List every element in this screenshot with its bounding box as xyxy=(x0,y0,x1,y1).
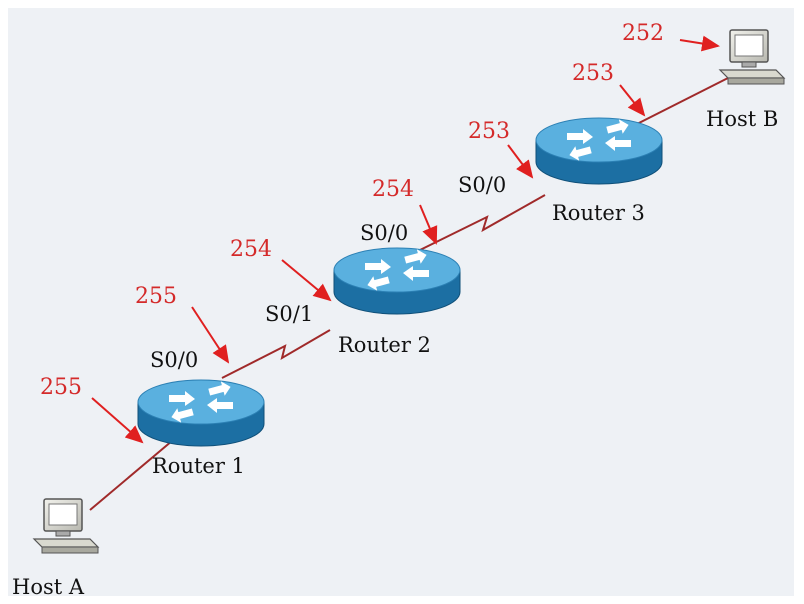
router-1-label: Router 1 xyxy=(152,454,245,478)
interface-label-r1-s00: S0/0 xyxy=(150,348,198,372)
arrow-ttl-r3-to-hostb xyxy=(619,84,646,117)
ttl-label-host-b: 252 xyxy=(622,21,664,46)
ttl-label-host-a: 255 xyxy=(40,375,82,400)
arrow-ttl-r2-s01 xyxy=(281,259,332,302)
router-3-label: Router 3 xyxy=(552,201,645,225)
arrow-ttl-r2-s00 xyxy=(419,204,438,245)
arrow-ttl-host-b xyxy=(679,35,720,52)
interface-label-r3-s00: S0/0 xyxy=(458,173,506,197)
router-3-icon xyxy=(535,117,663,185)
router-1-icon xyxy=(137,379,265,447)
router-2-label: Router 2 xyxy=(338,333,431,357)
ttl-label-r3-s00: 253 xyxy=(468,119,510,144)
link-router3-hostb xyxy=(634,77,729,126)
host-a-label: Host A xyxy=(12,575,85,599)
interface-label-r2-s00: S0/0 xyxy=(360,221,408,245)
link-router2-router3 xyxy=(419,194,546,251)
router-2-icon xyxy=(333,247,461,315)
host-b-computer-icon xyxy=(718,29,786,85)
ttl-label-r2-s00: 254 xyxy=(372,177,414,202)
interface-label-r2-s01: S0/1 xyxy=(265,302,313,326)
ttl-label-r1-s00: 255 xyxy=(135,284,177,309)
ttl-label-r2-s01: 254 xyxy=(230,237,272,262)
ttl-label-r3-to-hostb: 253 xyxy=(572,61,614,86)
arrow-ttl-r3-s00 xyxy=(507,144,534,179)
host-b-label: Host B xyxy=(706,107,778,131)
ttl-arrows xyxy=(91,35,720,444)
link-router1-router2 xyxy=(221,329,331,379)
arrow-ttl-host-a xyxy=(91,397,144,444)
arrow-ttl-r1-s00 xyxy=(191,306,230,364)
host-a-computer-icon xyxy=(32,498,100,554)
